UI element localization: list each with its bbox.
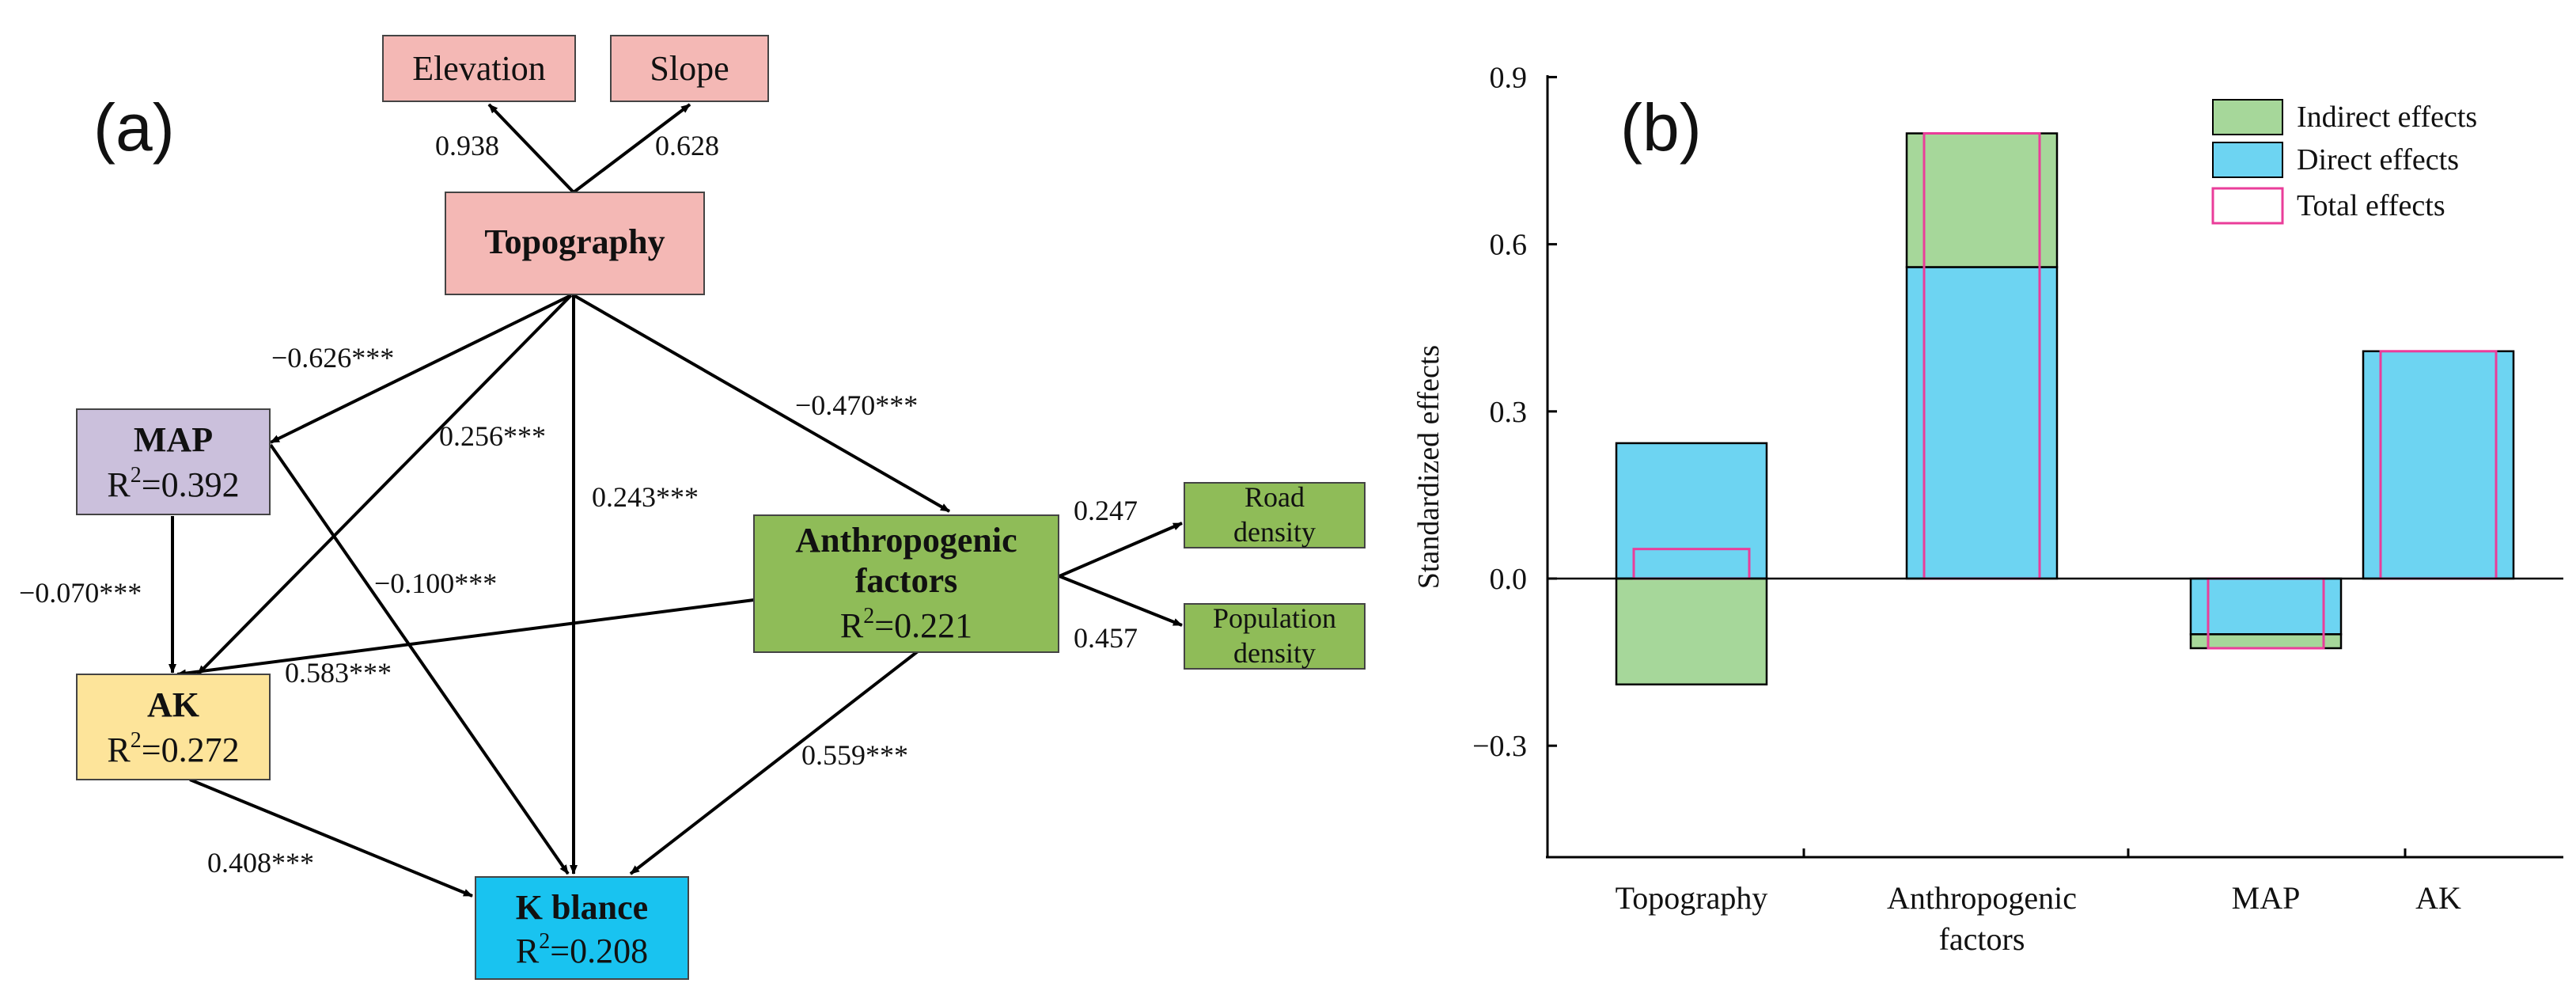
panel-a-path-diagram: (a) Elevation Slope Top <box>19 35 1366 980</box>
path-coefficients: 0.938 0.628 −0.626*** 0.256*** 0.243*** … <box>19 130 1138 879</box>
node-ak-label: AK <box>147 685 199 724</box>
legend-swatch-total <box>2211 187 2284 225</box>
node-map-box <box>76 408 271 515</box>
y-tick-label: 0.6 <box>1490 229 1528 262</box>
node-k-balance-r2: R2=0.208 <box>516 929 648 970</box>
legend-label-total: Total effects <box>2297 189 2445 222</box>
legend-label-indirect: Indirect effects <box>2297 101 2477 134</box>
node-topography: Topography <box>445 192 705 295</box>
node-population-density: Population density <box>1184 602 1366 670</box>
coef-topography-kbalance: 0.243*** <box>592 481 699 513</box>
node-topography-label: Topography <box>484 222 665 261</box>
coef-topography-slope: 0.628 <box>655 130 719 161</box>
y-axis-ticks: 0.9 0.6 0.3 0.0 −0.3 <box>1472 61 1557 763</box>
node-k-balance: K blance R2=0.208 <box>475 876 689 980</box>
bar-indirect-map <box>2189 633 2343 650</box>
node-population-density-label-line2: density <box>1233 637 1316 669</box>
coef-topography-map: −0.626*** <box>271 342 394 374</box>
bar-direct-map <box>2189 577 2343 636</box>
x-tick-label: Topography <box>1616 880 1768 916</box>
node-slope: Slope <box>610 35 769 102</box>
coef-anthropogenic-ak: 0.583*** <box>285 657 392 689</box>
node-k-balance-label: K blance <box>516 888 648 927</box>
arrow-ak-to-kbalance <box>189 778 473 898</box>
node-slope-label: Slope <box>650 49 729 88</box>
arrow-topography-to-slope <box>572 103 691 194</box>
node-ak: AK R2=0.272 <box>76 674 271 780</box>
bar-direct-topography <box>1615 442 1768 580</box>
coef-topography-ak: 0.256*** <box>439 420 546 452</box>
arrow-anthropogenic-to-kbalance <box>629 650 919 875</box>
arrow-anthropogenic-to-population <box>1059 575 1183 627</box>
node-map-r2: R2=0.392 <box>107 463 239 504</box>
node-population-density-label-line1: Population <box>1213 602 1336 634</box>
chart-legend: Indirect effects Direct effects Total ef… <box>2211 99 2477 225</box>
panel-a-label: (a) <box>93 90 175 165</box>
node-road-density-label-line1: Road <box>1244 481 1305 513</box>
y-axis-title: Standardized effects <box>1412 345 1445 589</box>
y-tick-label: −0.3 <box>1472 730 1527 763</box>
node-anthropogenic-label-line1: Anthropogenic <box>795 521 1017 560</box>
node-elevation-box <box>382 35 576 102</box>
x-tick-label: AK <box>2415 880 2461 916</box>
coef-topography-anthropogenic: −0.470*** <box>795 389 918 421</box>
bar-direct-ak <box>2362 350 2515 580</box>
legend-swatch-direct <box>2212 142 2283 178</box>
arrow-topography-to-map <box>270 294 572 444</box>
bar-indirect-anthropogenic-factors <box>1905 132 2059 268</box>
path-arrows <box>169 103 1183 898</box>
node-road-density-box <box>1184 482 1366 548</box>
arrow-anthropogenic-to-road <box>1059 522 1183 578</box>
node-map-label: MAP <box>134 420 213 459</box>
node-road-density-label-line2: density <box>1233 516 1316 548</box>
y-tick-label: 0.9 <box>1490 61 1528 94</box>
panel-b-label: (b) <box>1620 90 1702 165</box>
panel-b-bar-chart: (b) 0.9 0.6 0.3 0.0 −0.3 Topography Anthropog… <box>1412 61 2563 957</box>
node-k-balance-box <box>475 876 689 980</box>
node-anthropogenic-r2: R2=0.221 <box>840 604 972 645</box>
x-tick-label: factors <box>1939 921 2025 957</box>
node-anthropogenic-factors: Anthropogenic factors R2=0.221 <box>753 514 1059 653</box>
coef-anthropogenic-kbalance: 0.559*** <box>801 739 908 771</box>
arrow-topography-to-ak <box>196 294 573 676</box>
node-elevation-label: Elevation <box>412 49 546 88</box>
node-anthropogenic-box <box>753 514 1059 653</box>
arrow-topography-to-elevation <box>487 103 575 194</box>
legend-label-direct: Direct effects <box>2297 143 2459 176</box>
node-anthropogenic-label-line2: factors <box>855 561 958 600</box>
coef-topography-elevation: 0.938 <box>435 130 499 161</box>
coef-anthropogenic-road: 0.247 <box>1074 495 1138 526</box>
x-tick-label: Anthropogenic <box>1887 880 2077 916</box>
coef-map-kbalance: −0.100*** <box>374 567 497 599</box>
node-population-density-box <box>1184 603 1366 670</box>
arrow-anthropogenic-to-ak <box>176 598 755 677</box>
arrow-topography-to-anthropogenic <box>573 294 950 513</box>
bar-indirect-topography <box>1615 577 1768 686</box>
bar-direct-anthropogenic-factors <box>1905 266 2059 580</box>
node-elevation: Elevation <box>382 35 576 102</box>
x-tick-label: MAP <box>2232 880 2301 916</box>
node-map: MAP R2=0.392 <box>76 408 271 515</box>
y-tick-label: 0.3 <box>1490 396 1528 429</box>
legend-swatch-indirect <box>2212 99 2283 135</box>
y-tick-label: 0.0 <box>1490 563 1528 596</box>
x-axis-ticks: Topography Anthropogenic factors MAP AK <box>1616 848 2461 957</box>
node-road-density: Road density <box>1184 481 1366 548</box>
node-ak-r2: R2=0.272 <box>107 728 239 769</box>
coef-map-ak: −0.070*** <box>19 577 142 609</box>
coef-ak-kbalance: 0.408*** <box>207 847 314 879</box>
arrow-map-to-kbalance <box>269 443 570 875</box>
coef-anthropogenic-population: 0.457 <box>1074 622 1138 654</box>
node-ak-box <box>76 674 271 780</box>
node-topography-box <box>445 192 705 295</box>
node-slope-box <box>610 35 769 102</box>
